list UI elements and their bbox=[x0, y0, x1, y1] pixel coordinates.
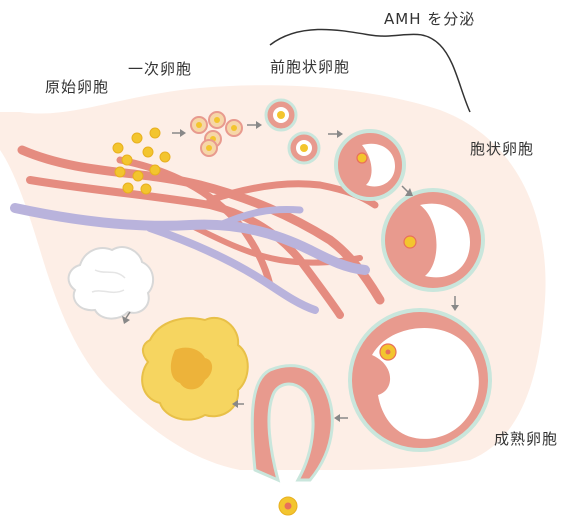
primordial-follicle-label: 原始卵胞 bbox=[45, 76, 109, 97]
mature-follicle bbox=[350, 310, 490, 450]
primary-follicle-label: 一次卵胞 bbox=[128, 58, 192, 79]
amh-label: AMH を分泌 bbox=[384, 8, 475, 29]
antral-follicle-large bbox=[383, 190, 483, 290]
antral-follicle-label: 胞状卵胞 bbox=[470, 138, 534, 159]
released-oocyte bbox=[279, 497, 297, 515]
mature-follicle-label: 成熟卵胞 bbox=[494, 428, 558, 449]
antral-follicle-small bbox=[336, 131, 404, 199]
preantral-follicle-label: 前胞状卵胞 bbox=[270, 56, 350, 77]
